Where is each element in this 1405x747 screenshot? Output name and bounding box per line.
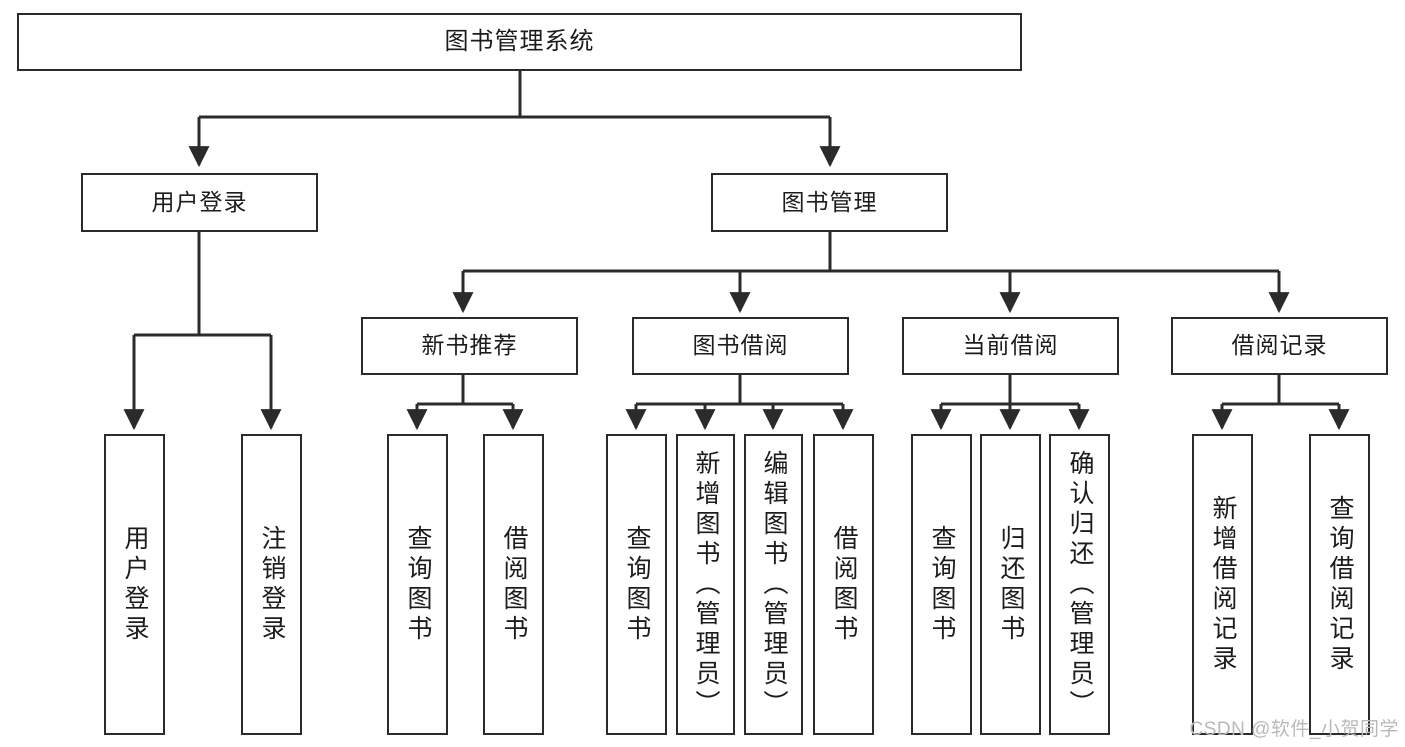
leaf-current-borrow-query[interactable]: 查询图书 (911, 434, 972, 735)
leaf-new-book-query[interactable]: 查询图书 (387, 434, 448, 735)
leaf-current-borrow-return[interactable]: 归还图书 (980, 434, 1041, 735)
node-label: 用户登录 (121, 524, 149, 645)
node-user-login[interactable]: 用户登录 (81, 173, 318, 232)
node-current-borrow[interactable]: 当前借阅 (902, 317, 1119, 375)
node-label: 借阅图书 (830, 524, 858, 645)
leaf-user-login-logout[interactable]: 注销登录 (241, 434, 302, 735)
leaf-user-login-login[interactable]: 用户登录 (104, 434, 165, 735)
watermark-text: CSDN @软件_小贺同学 (1189, 719, 1399, 740)
node-label: 当前借阅 (962, 332, 1059, 359)
leaf-new-book-borrow[interactable]: 借阅图书 (483, 434, 544, 735)
node-label: 注销登录 (258, 524, 286, 645)
node-borrow-record[interactable]: 借阅记录 (1171, 317, 1388, 375)
node-label: 归还图书 (997, 524, 1025, 645)
node-label: 新增借阅记录 (1209, 494, 1237, 675)
node-new-book-recommend[interactable]: 新书推荐 (361, 317, 578, 375)
leaf-book-borrow-add[interactable]: 新增图书（管理员） (676, 434, 735, 735)
leaf-borrow-record-query[interactable]: 查询借阅记录 (1309, 434, 1370, 735)
node-label: 查询图书 (404, 524, 432, 645)
node-root-system[interactable]: 图书管理系统 (17, 13, 1022, 71)
node-label: 查询图书 (928, 524, 956, 645)
node-label: 图书管理系统 (444, 27, 595, 55)
node-label: 借阅图书 (500, 524, 528, 645)
leaf-book-borrow-edit[interactable]: 编辑图书（管理员） (744, 434, 803, 735)
node-book-borrow[interactable]: 图书借阅 (632, 317, 849, 375)
node-label: 用户登录 (151, 188, 248, 215)
leaf-current-borrow-confirm-return[interactable]: 确认归还（管理员） (1049, 434, 1110, 735)
leaf-borrow-record-add[interactable]: 新增借阅记录 (1192, 434, 1253, 735)
node-label: 查询图书 (623, 524, 651, 645)
node-label: 图书管理 (781, 188, 878, 215)
leaf-book-borrow-borrow[interactable]: 借阅图书 (813, 434, 874, 735)
node-label: 图书借阅 (692, 332, 789, 359)
leaf-book-borrow-query[interactable]: 查询图书 (606, 434, 667, 735)
node-label: 查询借阅记录 (1326, 494, 1354, 675)
node-label: 新书推荐 (421, 332, 518, 359)
node-book-management[interactable]: 图书管理 (711, 173, 948, 232)
node-label: 借阅记录 (1231, 332, 1328, 359)
node-label: 编辑图书（管理员） (760, 449, 788, 720)
node-label: 确认归还（管理员） (1066, 449, 1094, 720)
node-label: 新增图书（管理员） (692, 449, 720, 720)
